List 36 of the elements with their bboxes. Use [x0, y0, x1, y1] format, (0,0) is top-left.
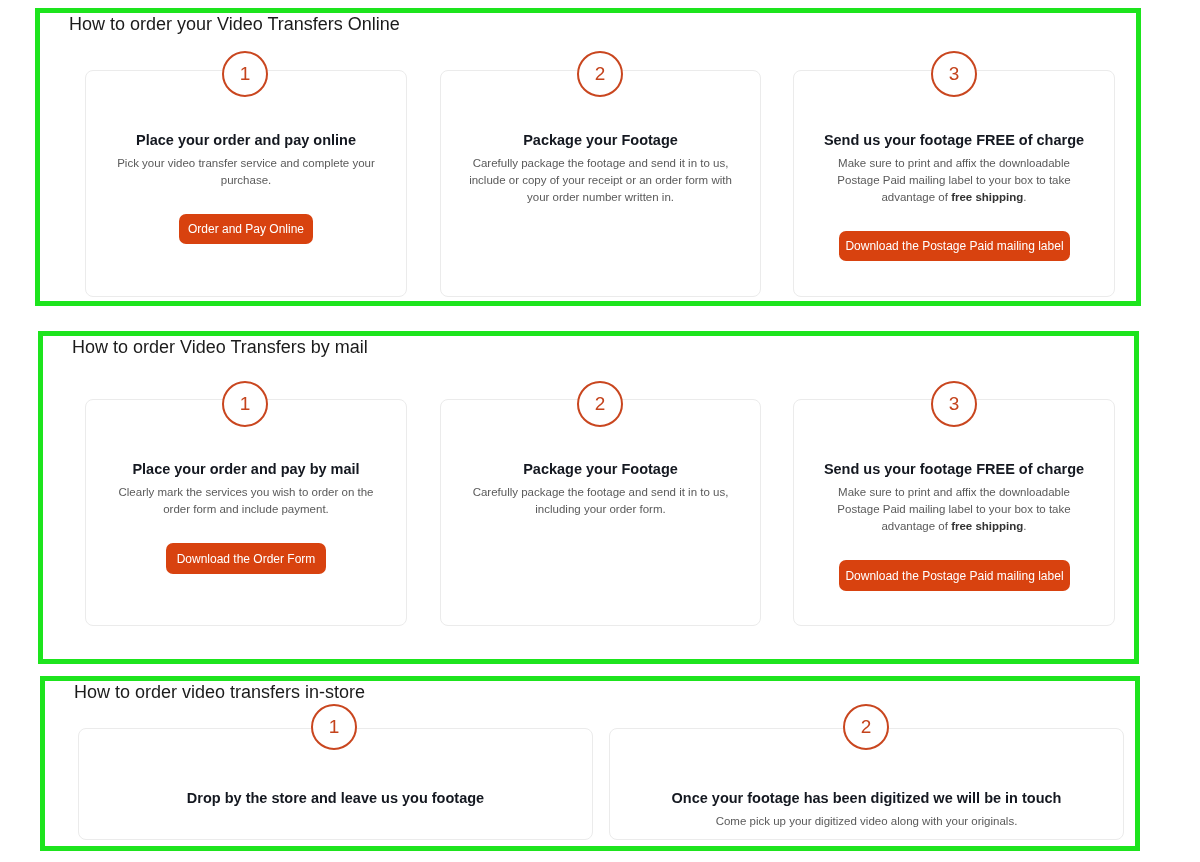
step-title: Send us your footage FREE of charge — [823, 131, 1085, 149]
section-frame — [38, 331, 1139, 664]
order-button: Order and Pay Online — [179, 214, 313, 244]
step-number-circle: 2 — [577, 51, 623, 97]
section-heading: How to order your Video Transfers Online — [69, 14, 400, 34]
step-title: Place your order and pay by mail — [132, 460, 360, 478]
step-number-circle: 1 — [311, 704, 357, 750]
step-description: Carefully package the footage and send it in to us, include or copy of your receipt or an order form with your order number written in. — [468, 156, 733, 205]
download-button: Download the Postage Paid mailing label — [839, 231, 1070, 261]
section-frame — [35, 8, 1141, 306]
step-number-circle: 2 — [843, 704, 889, 750]
step-number-circle: 1 — [222, 51, 268, 97]
step-number-circle: 1 — [222, 381, 268, 427]
step-description: Come pick up your digitized video along with your originals. — [715, 814, 1018, 829]
step-description: Make sure to print and affix the downloadable Postage Paid mailing label to your box to take advantage of free shipping. — [836, 156, 1072, 205]
step-title: Place your order and pay online — [136, 131, 356, 149]
step-card — [793, 399, 1115, 626]
step-description: Clearly mark the services you wish to order on the order form and include payment. — [117, 485, 375, 517]
step-card — [85, 399, 407, 626]
step-number-circle: 2 — [577, 381, 623, 427]
section-heading: How to order video transfers in-store — [74, 682, 366, 702]
step-title: Drop by the store and leave us you footage — [186, 789, 485, 807]
section-frame — [40, 676, 1140, 851]
step-number-circle: 3 — [931, 51, 977, 97]
step-number-circle: 3 — [931, 381, 977, 427]
step-title: Once your footage has been digitized we will be in touch — [671, 789, 1062, 807]
step-title: Package your Footage — [523, 460, 678, 478]
step-description: Carefully package the footage and send it in to us, including your order form. — [471, 485, 730, 517]
download-button: Download the Postage Paid mailing label — [839, 560, 1070, 591]
step-title: Send us your footage FREE of charge — [823, 460, 1085, 478]
step-description: Make sure to print and affix the downloadable Postage Paid mailing label to your box to take advantage of free shipping. — [836, 485, 1072, 534]
step-title: Package your Footage — [523, 131, 678, 149]
step-description: Pick your video transfer service and complete your purchase. — [116, 156, 376, 188]
section-heading: How to order Video Transfers by mail — [72, 337, 368, 357]
step-card — [440, 399, 761, 626]
download-button: Download the Order Form — [166, 543, 326, 574]
